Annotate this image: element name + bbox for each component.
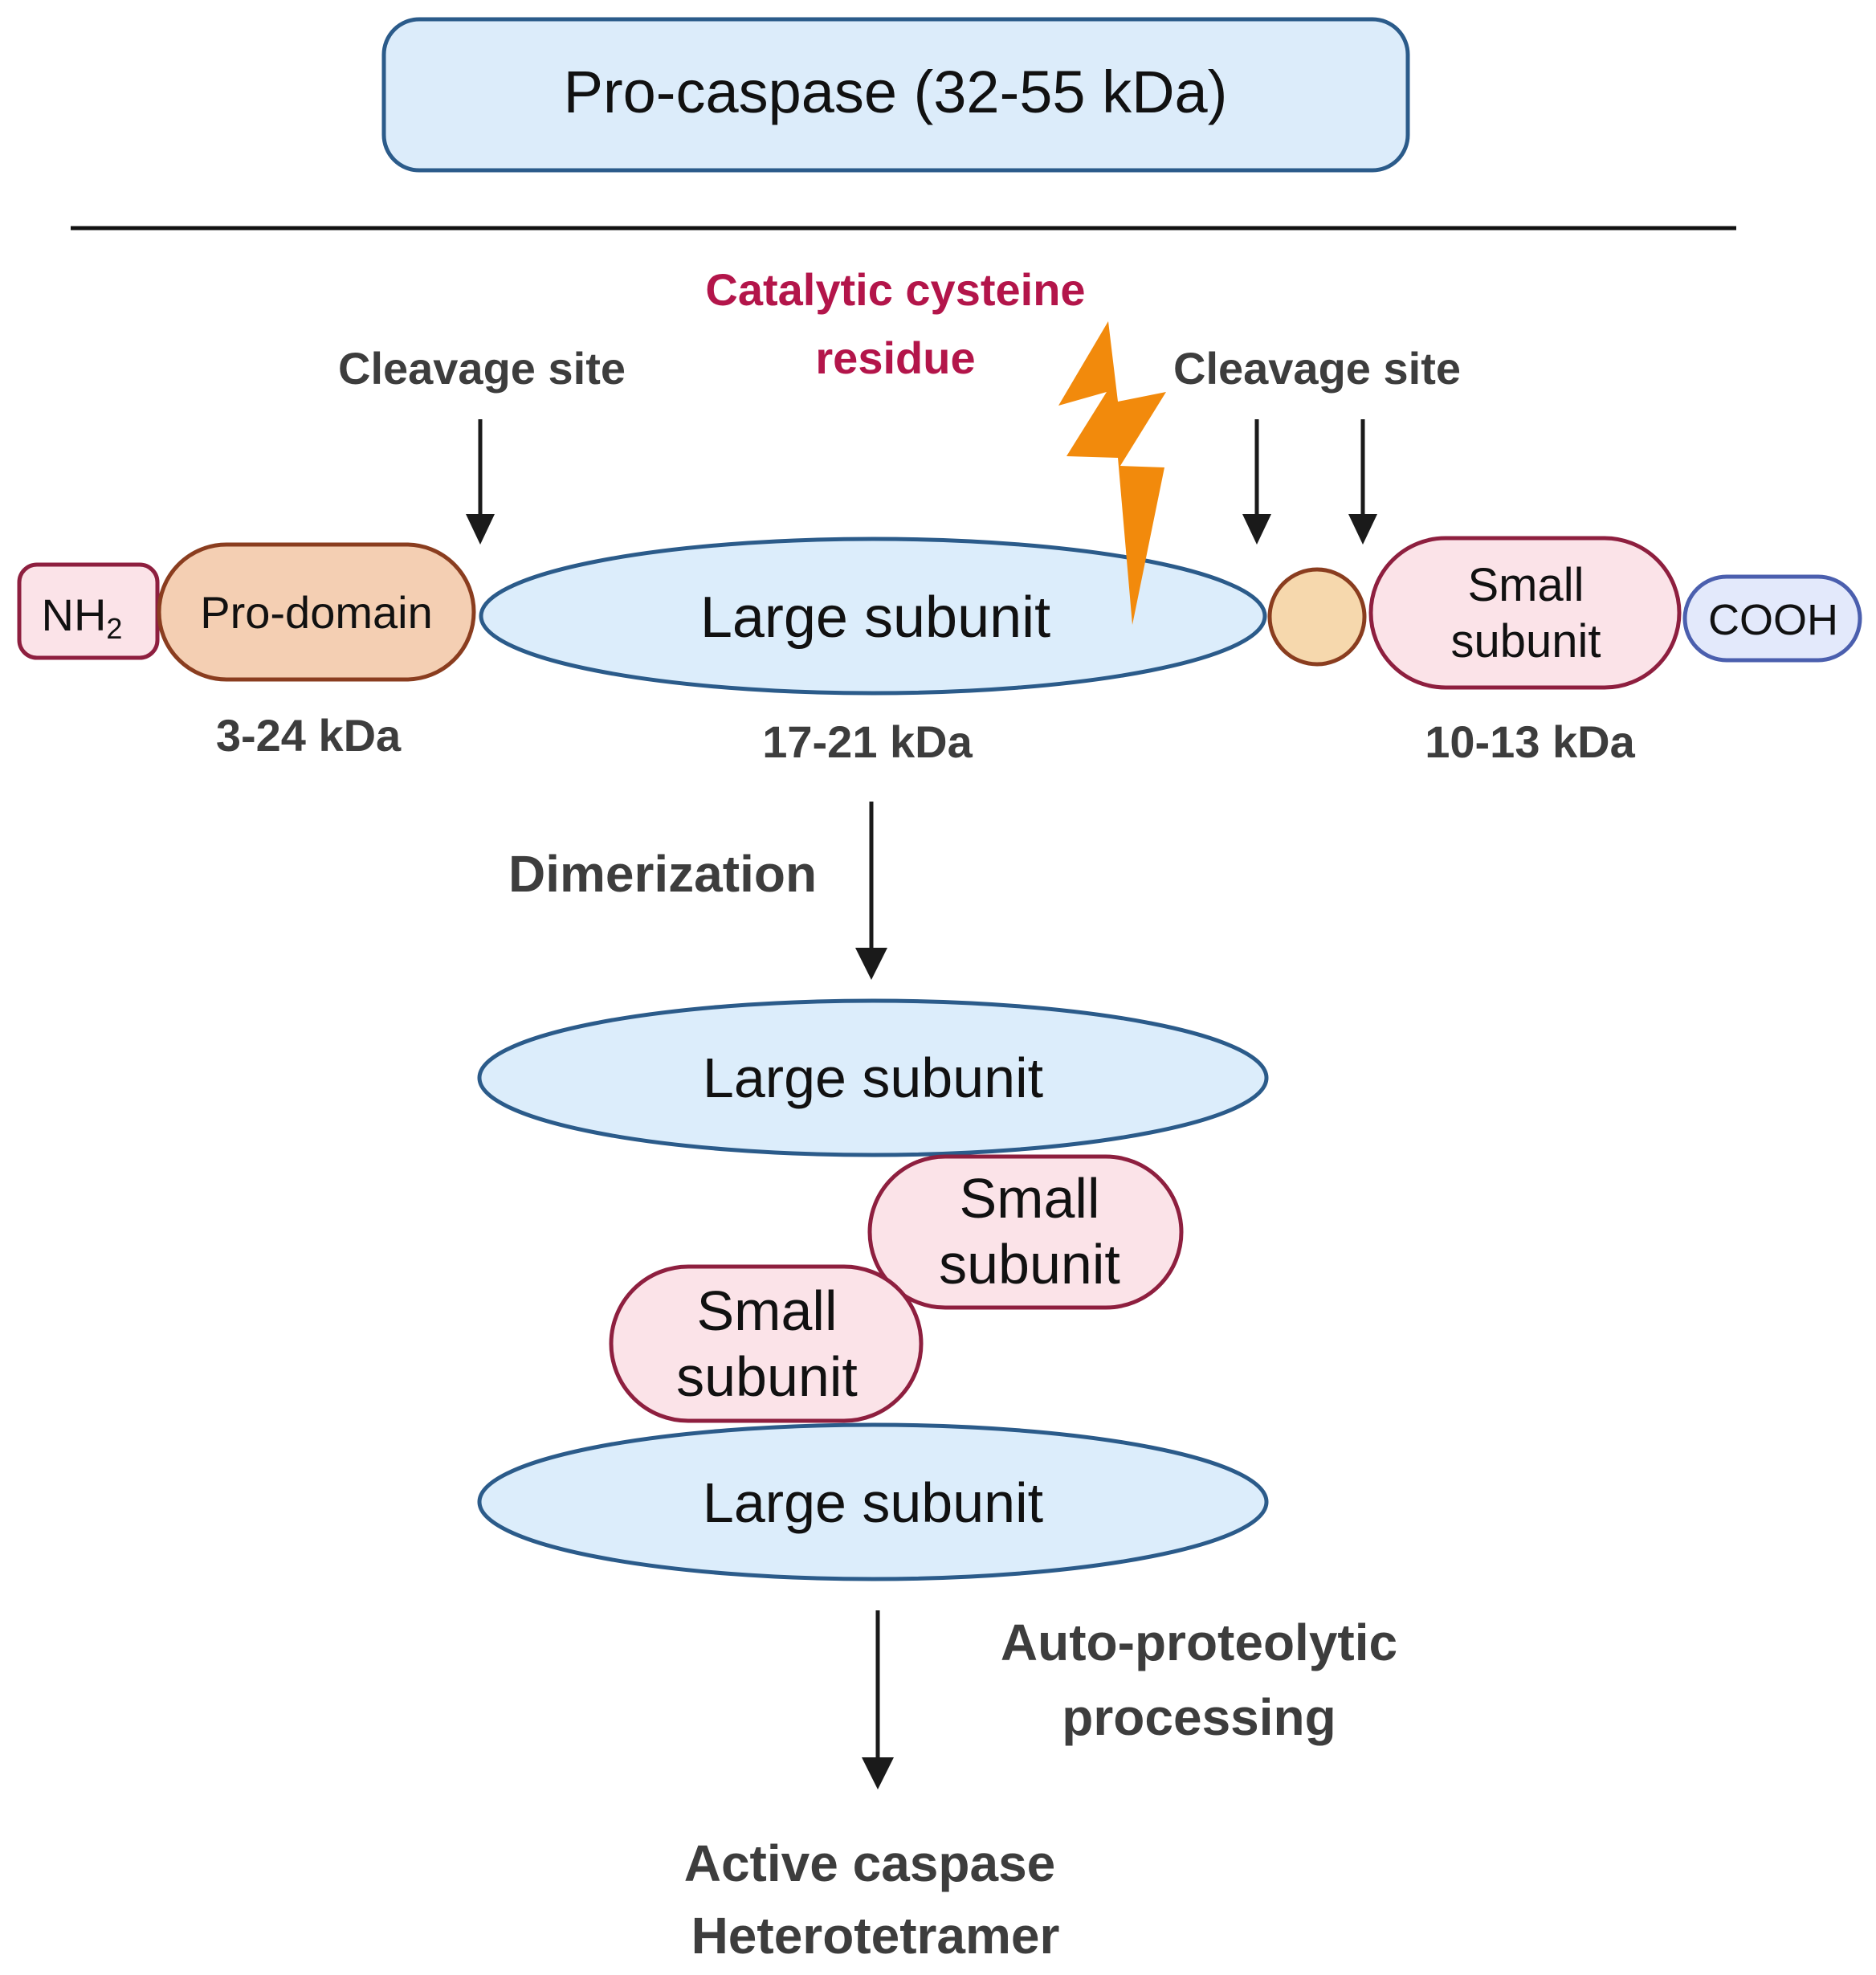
cleavage-site-right-label: Cleavage site — [1173, 343, 1461, 394]
dimer-small-right-line2: subunit — [939, 1233, 1120, 1296]
cleavage-arrow-right-1 — [1242, 419, 1271, 545]
nh2-label: NH2 — [42, 590, 123, 645]
dimer-large-bottom-label: Large subunit — [703, 1471, 1043, 1534]
large-subunit-domain: Large subunit — [479, 537, 1267, 696]
dimer-large-top-label: Large subunit — [703, 1047, 1043, 1109]
large-subunit-label: Large subunit — [700, 586, 1050, 650]
auto-proteolytic-label-line1: Auto-proteolytic — [1001, 1614, 1397, 1671]
catalytic-bolt-icon — [1058, 321, 1166, 625]
title-box-shape — [381, 17, 1410, 173]
auto-proteolytic-label-line2: processing — [1062, 1688, 1336, 1746]
processing-arrow — [862, 1610, 894, 1789]
dimer-small-subunit-left: Small subunit — [609, 1264, 924, 1423]
pro-domain-label: Pro-domain — [200, 587, 432, 638]
small-subunit-domain: Small subunit — [1368, 536, 1682, 690]
cooh-label: COOH — [1708, 596, 1838, 644]
dimerization-label: Dimerization — [508, 845, 817, 903]
result-label-line2: Heterotetramer — [691, 1907, 1060, 1965]
catalytic-label-line2: residue — [815, 333, 975, 383]
cooh-terminus: COOH — [1682, 574, 1862, 663]
pro-domain: Pro-domain — [157, 542, 476, 682]
nh2-terminus: NH2 — [17, 562, 160, 660]
cleavage-arrow-left — [466, 419, 495, 545]
dimer-small-subunit-right: Small subunit — [867, 1154, 1184, 1310]
title-box: Pro-caspase (32-55 kDa) — [381, 17, 1410, 173]
size-label-pro-domain: 3-24 kDa — [216, 710, 402, 761]
dimer-small-left-line1: Small — [696, 1279, 837, 1342]
size-label-large-subunit: 17-21 kDa — [762, 716, 973, 767]
size-label-small-subunit: 10-13 kDa — [1425, 716, 1635, 767]
catalytic-label-line1: Catalytic cysteine — [705, 264, 1085, 315]
dimer-large-subunit-top: Large subunit — [477, 998, 1269, 1157]
cleavage-arrow-right-2 — [1348, 419, 1377, 545]
dimer-large-subunit-bottom: Large subunit — [477, 1422, 1269, 1581]
small-subunit-label-line1: Small — [1467, 559, 1584, 611]
result-label-line1: Active caspase — [684, 1834, 1056, 1892]
dimer-small-right-line1: Small — [959, 1167, 1099, 1230]
dimer-small-left-line2: subunit — [676, 1345, 858, 1408]
dimerization-arrow — [855, 802, 887, 980]
title-text: Pro-caspase (32-55 kDa) — [564, 59, 1228, 125]
cleavage-site-left-label: Cleavage site — [338, 343, 626, 394]
small-subunit-label-line2: subunit — [1450, 615, 1601, 667]
linker-domain — [1267, 567, 1367, 667]
